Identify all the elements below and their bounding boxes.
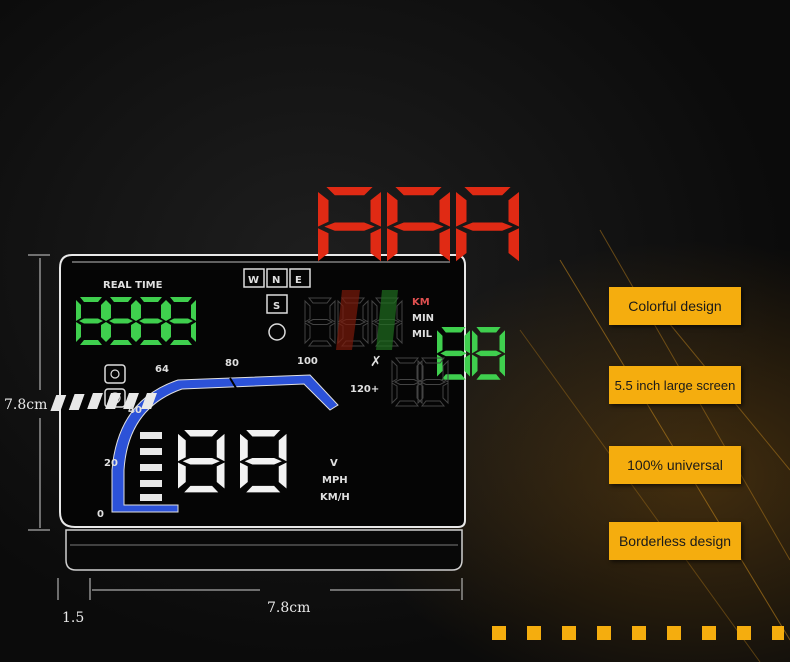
- unit-mph: MPH: [322, 475, 348, 486]
- feature-borderless-design: Borderless design: [609, 522, 741, 560]
- glow-accent: [336, 290, 398, 350]
- runner-icon: ✗: [370, 354, 382, 370]
- real-time-label: REAL TIME: [103, 280, 163, 291]
- scale-64: 64: [155, 364, 169, 375]
- speed-units: V MPH KM/H: [320, 458, 350, 503]
- feature-universal: 100% universal: [609, 446, 741, 484]
- scale-20: 20: [104, 458, 118, 469]
- accent-square: [772, 626, 784, 640]
- accent-square: [702, 626, 716, 640]
- compass: W N E S: [243, 268, 311, 341]
- red-digits: [318, 187, 519, 262]
- compass-s: S: [273, 301, 280, 312]
- accent-square: [527, 626, 541, 640]
- accent-square: [562, 626, 576, 640]
- scale-0: 0: [97, 509, 104, 520]
- compass-e: E: [295, 275, 302, 286]
- hud-device: [59, 254, 466, 571]
- scale-40: 40: [128, 405, 142, 416]
- gps-icon: [268, 323, 286, 341]
- unit-km: KM: [412, 297, 430, 308]
- scale-80: 80: [225, 358, 239, 369]
- compass-w: W: [248, 275, 259, 286]
- settings-icon: [104, 364, 126, 384]
- width-dimension: 7.8cm: [267, 600, 310, 616]
- accent-square: [597, 626, 611, 640]
- unit-min: MIN: [412, 313, 434, 324]
- accent-square: [667, 626, 681, 640]
- unit-mil: MIL: [412, 329, 433, 340]
- dimension-lines: [28, 254, 463, 600]
- depth-dimension: 1.5: [62, 610, 84, 626]
- accent-square: [737, 626, 751, 640]
- unit-v: V: [330, 458, 338, 469]
- height-dimension: 7.8cm: [4, 397, 47, 413]
- unit-kmh: KM/H: [320, 492, 350, 503]
- feature-large-screen: 5.5 inch large screen: [609, 366, 741, 404]
- accent-square: [492, 626, 506, 640]
- speed-scale: 0 20 40 64 80 100 120+: [97, 356, 379, 520]
- feature-colorful-design: Colorful design: [609, 287, 741, 325]
- speed-gauge: [50, 374, 339, 513]
- accent-square: [632, 626, 646, 640]
- compass-n: N: [272, 275, 280, 286]
- units-right: KM MIN MIL: [412, 297, 434, 340]
- scale-100: 100: [297, 356, 318, 367]
- scale-120: 120+: [350, 384, 379, 395]
